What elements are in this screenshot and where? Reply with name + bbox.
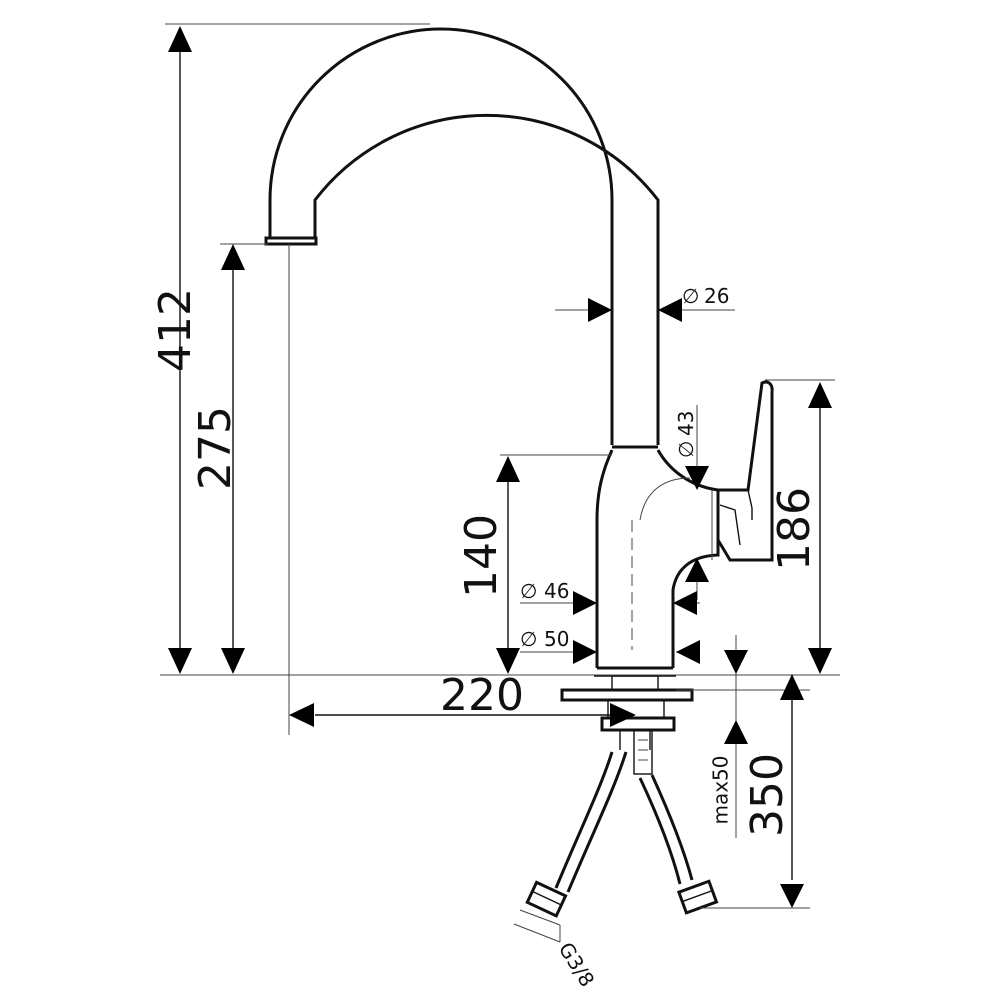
dim-diameter-43: ∅ 43 xyxy=(674,411,698,458)
dim-thread-g38: G3/8 xyxy=(554,938,600,991)
dim-412: 412 xyxy=(150,288,201,372)
dim-140: 140 xyxy=(456,514,507,598)
dim-diameter-26: ∅ 26 xyxy=(682,284,729,308)
dim-350: 350 xyxy=(742,753,793,837)
faucet-outline xyxy=(264,27,774,918)
dim-275: 275 xyxy=(190,406,241,490)
dim-diameter-43-value: 43 xyxy=(674,411,698,436)
dim-diameter-50: ∅ 50 xyxy=(520,627,569,651)
diameter-icon: ∅ xyxy=(520,627,537,651)
dim-diameter-46-value: 46 xyxy=(544,579,569,603)
dimension-lines xyxy=(168,26,832,908)
dim-220: 220 xyxy=(440,670,524,721)
dim-max50: max50 xyxy=(709,755,733,824)
dim-186: 186 xyxy=(769,487,820,571)
dim-diameter-46: ∅ 46 xyxy=(520,579,569,603)
diameter-icon: ∅ xyxy=(674,441,698,458)
extension-lines xyxy=(160,23,840,943)
dim-diameter-26-value: 26 xyxy=(704,284,729,308)
diameter-icon: ∅ xyxy=(520,579,537,603)
dim-diameter-50-value: 50 xyxy=(544,627,569,651)
dimension-labels: 412 275 140 186 350 220 max50 ∅ 26 ∅ 46 … xyxy=(150,284,820,991)
diameter-icon: ∅ xyxy=(682,284,699,308)
